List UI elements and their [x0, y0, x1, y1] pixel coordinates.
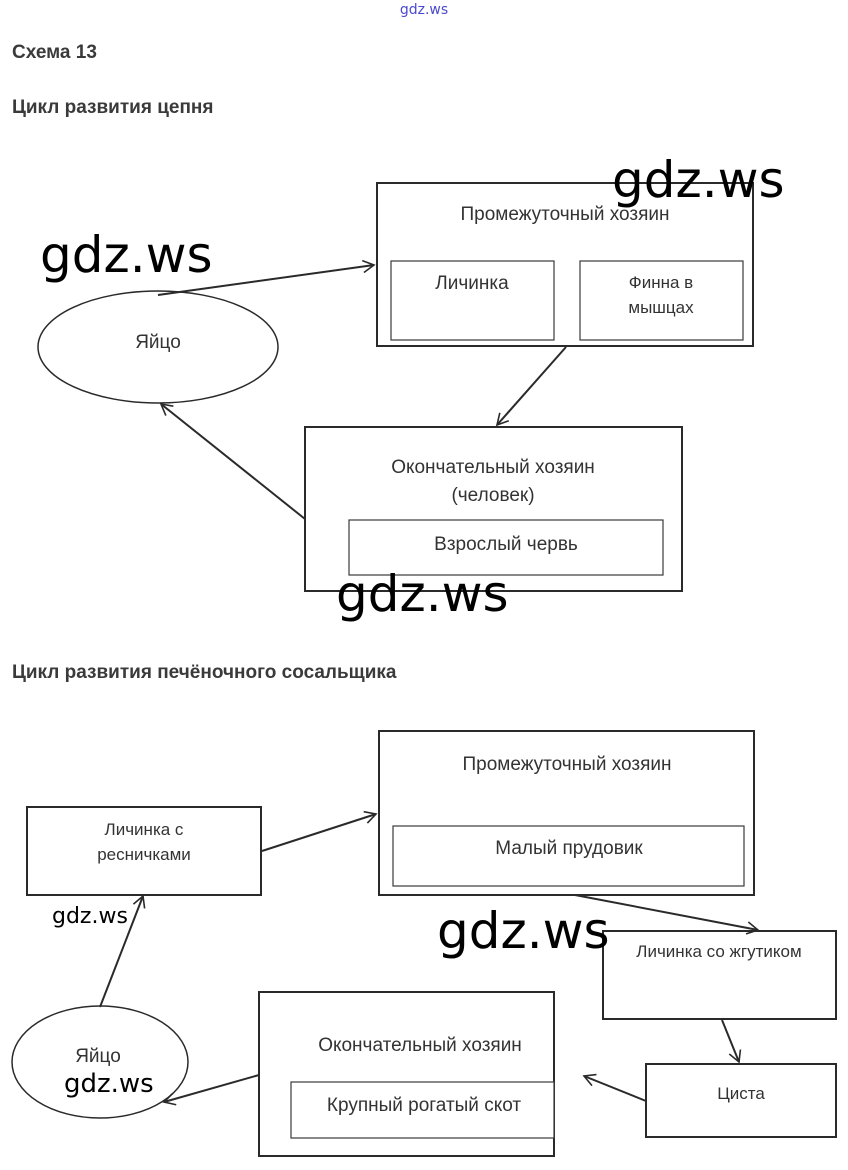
arrow-final-to-egg [159, 402, 306, 520]
adult-worm-box [348, 519, 664, 576]
diagram2-title: Цикл развития печёночного сосальщика [12, 662, 397, 683]
cyst-box [645, 1063, 837, 1138]
final-host-title-2: Окончательный хозяин [318, 1035, 522, 1056]
final-host-title-line2: (человек) [451, 485, 534, 506]
intermediate-host-node: Промежуточный хозяин Личинка Финна в мыш… [376, 182, 754, 347]
adult-worm-label: Взрослый червь [434, 534, 578, 555]
egg-label-2: Яйцо [75, 1046, 121, 1067]
watermark-5: gdz.ws [437, 902, 610, 960]
finna-label-line1: Финна в [629, 273, 693, 292]
egg-node: Яйцо [37, 290, 279, 404]
egg-ellipse [37, 290, 279, 404]
watermark-6: gdz.ws [64, 1069, 154, 1099]
finna-box [579, 260, 744, 341]
intermediate-host-title-2: Промежуточный хозяин [463, 754, 672, 775]
scheme-title: Схема 13 [12, 42, 97, 63]
intermediate-host-title: Промежуточный хозяин [461, 204, 670, 225]
flagellated-larva-box [602, 930, 837, 1020]
intermediate-host-node-2: Промежуточный хозяин Малый прудовик [378, 730, 755, 896]
arrow-egg-to-intermediate [157, 259, 376, 296]
final-host-node-2: Окончательный хозяин Крупный рогатый ско… [258, 991, 555, 1157]
ciliated-larva-line1: Личинка с [105, 820, 184, 839]
arrow-intermediate-to-final [495, 346, 567, 427]
cyst-node: Циста [645, 1063, 837, 1138]
snail-label: Малый прудовик [495, 838, 643, 859]
arrow-flagellated-to-cyst [721, 1019, 742, 1064]
watermark-top[interactable]: gdz.ws [399, 2, 449, 18]
diagram2: Личинка с ресничками Промежуточный хозяи… [11, 730, 837, 1157]
arrow-egg-to-larva [99, 894, 146, 1008]
diagram1: Яйцо Промежуточный хозяин Личинка Финна … [37, 182, 754, 592]
larva-box [390, 260, 555, 341]
flagellated-larva-node: Личинка со жгутиком [602, 930, 837, 1020]
finna-label-line2: мышцах [628, 298, 694, 317]
arrow-cyst-to-final [582, 1073, 647, 1102]
final-host-node: Окончательный хозяин (человек) Взрослый … [304, 426, 683, 592]
cattle-label: Крупный рогатый скот [327, 1095, 521, 1116]
cattle-box [290, 1081, 555, 1139]
flagellated-larva-label: Личинка со жгутиком [636, 942, 801, 961]
ciliated-larva-box [26, 806, 262, 896]
ciliated-larva-line2: ресничками [97, 845, 191, 864]
arrow-intermediate-to-flagellated [574, 894, 760, 935]
arrow-final-to-egg-2 [162, 1074, 260, 1106]
final-host-title-line1: Окончательный хозяин [391, 457, 595, 478]
watermark-3: gdz.ws [336, 565, 509, 623]
ciliated-larva-node: Личинка с ресничками [26, 806, 262, 896]
watermark-1: gdz.ws [612, 151, 785, 209]
diagram1-title: Цикл развития цепня [12, 97, 214, 118]
watermark-2: gdz.ws [40, 226, 213, 284]
larva-label: Личинка [435, 273, 509, 294]
egg-label: Яйцо [135, 332, 181, 353]
arrow-larva-to-intermediate [261, 810, 378, 852]
watermark-4: gdz.ws [52, 904, 128, 929]
egg-node-2: Яйцо [11, 1005, 189, 1119]
snail-box [392, 825, 745, 887]
cyst-label: Циста [717, 1084, 765, 1103]
